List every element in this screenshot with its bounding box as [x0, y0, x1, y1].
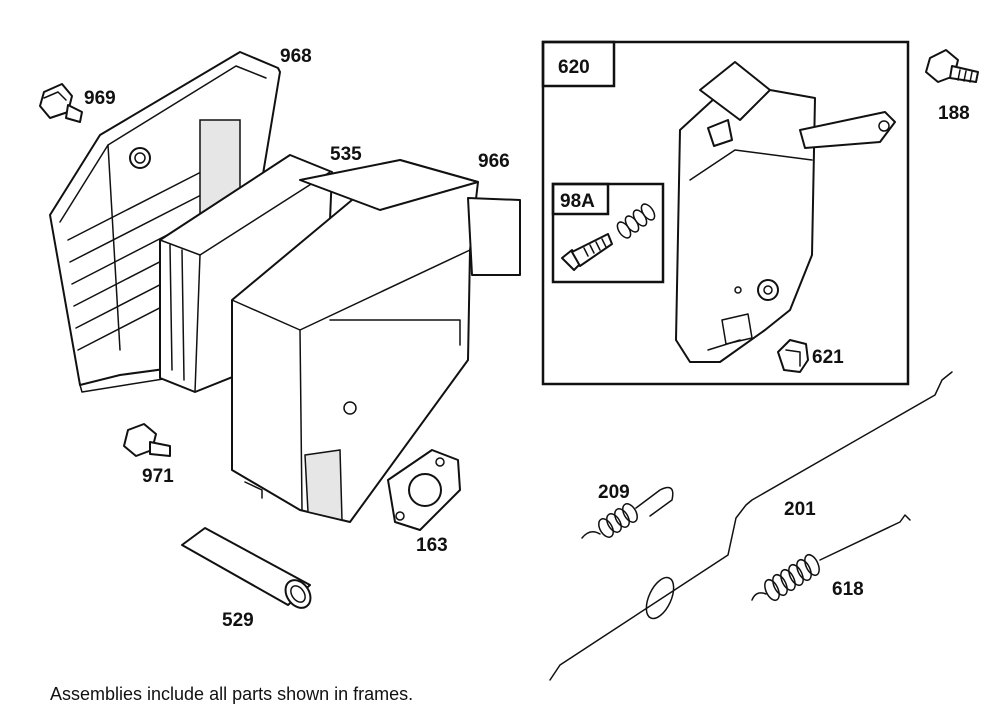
frame-620 — [541, 40, 910, 386]
link-rod-drawing — [549, 371, 953, 681]
label-618: 618 — [832, 579, 864, 600]
label-209: 209 — [598, 482, 630, 503]
part-188-bolt-drawing — [925, 49, 979, 83]
label-966: 966 — [478, 151, 510, 172]
control-bracket-drawing — [675, 61, 896, 363]
label-188: 188 — [938, 103, 970, 124]
spring-209-drawing — [581, 486, 674, 539]
gasket-drawing — [387, 449, 461, 531]
label-201: 201 — [784, 499, 816, 520]
label-968: 968 — [280, 46, 312, 67]
clip-drawing — [777, 339, 809, 373]
label-529: 529 — [222, 610, 254, 631]
tube-drawing — [181, 527, 312, 609]
frame-98A — [551, 182, 665, 284]
spring-618-drawing — [751, 514, 911, 602]
label-971: 971 — [142, 466, 174, 487]
air-cleaner-cover-drawing — [231, 159, 521, 523]
frame-label-620: 620 — [558, 57, 590, 78]
label-621: 621 — [812, 347, 844, 368]
footnote: Assemblies include all parts shown in fr… — [50, 684, 414, 704]
frame-label-98A: 98A — [560, 191, 595, 212]
part-971-bolt-drawing — [123, 423, 171, 457]
screw-and-spring-drawing — [561, 203, 656, 271]
label-163: 163 — [416, 535, 448, 556]
label-535: 535 — [330, 144, 362, 165]
label-969: 969 — [84, 88, 116, 109]
part-969-bolt-drawing — [39, 83, 83, 123]
